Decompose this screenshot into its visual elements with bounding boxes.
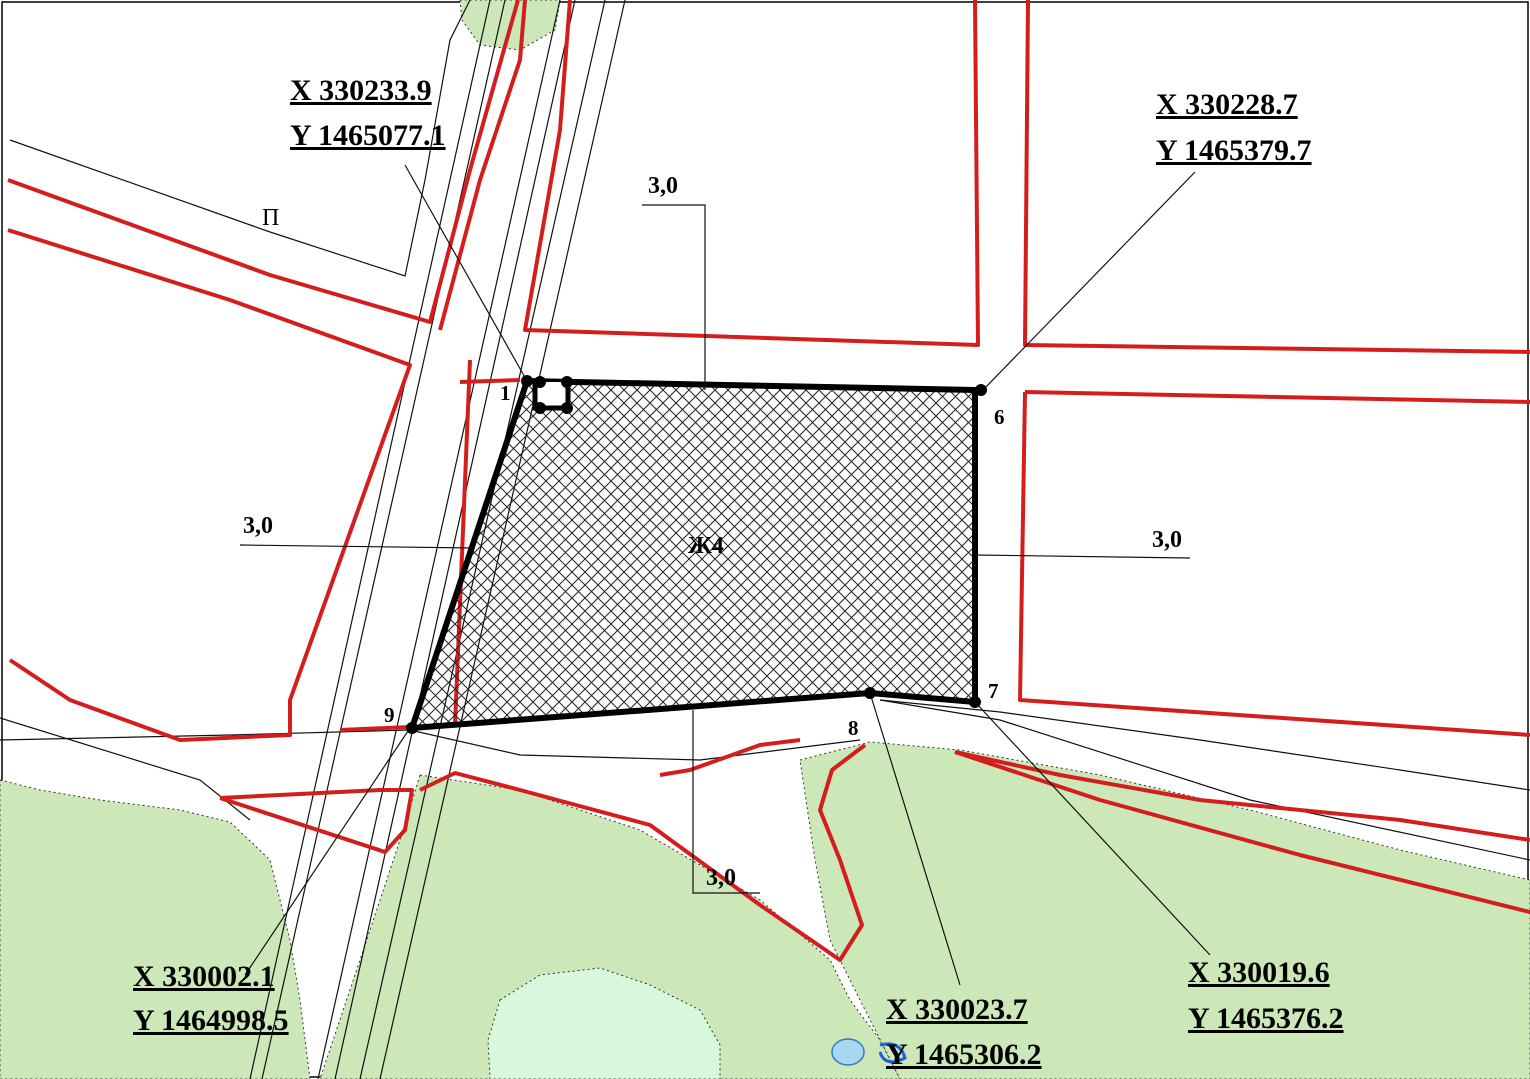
coord-x-6: X 330228.7 [1156, 88, 1298, 121]
point-label-9: 9 [384, 703, 395, 727]
road-label: П [262, 205, 279, 231]
coord-x-8: X 330023.7 [886, 993, 1028, 1026]
zone-parcel [409, 378, 978, 731]
coord-y-7: Y 1465376.2 [1188, 1002, 1344, 1035]
coord-x-7: X 330019.6 [1188, 956, 1330, 989]
zone-label: Ж4 [688, 533, 724, 559]
coordinate-leaders [244, 164, 1211, 986]
coord-y-1: Y 1465077.1 [290, 119, 446, 152]
setback-label-left: 3,0 [243, 513, 273, 539]
pond [487, 967, 721, 1079]
setback-label-bottom: 3,0 [706, 865, 736, 891]
coord-x-9: X 330002.1 [133, 960, 275, 993]
coord-x-1: X 330233.9 [290, 74, 432, 107]
point-label-8: 8 [848, 716, 859, 740]
point-label-6: 6 [994, 405, 1005, 429]
coordinate-label-9: X 330002.1 Y 1464998.5 [133, 960, 289, 1037]
water-spot [831, 1038, 865, 1066]
point-label-7: 7 [988, 679, 999, 703]
setback-label-top: 3,0 [648, 173, 678, 199]
setback-label-right: 3,0 [1152, 527, 1182, 553]
water-spot-2 [878, 1042, 907, 1064]
setback-leaders [239, 204, 1191, 894]
coordinate-label-8: X 330023.7 Y 1465306.2 [886, 993, 1042, 1071]
coord-y-6: Y 1465379.7 [1156, 134, 1312, 167]
coordinate-label-1: X 330233.9 Y 1465077.1 [290, 74, 446, 152]
coordinate-label-6: X 330228.7 Y 1465379.7 [1156, 88, 1312, 167]
red-boundaries [7, 0, 1530, 962]
coord-y-9: Y 1464998.5 [133, 1004, 289, 1037]
point-label-1: 1 [500, 381, 511, 405]
coord-y-8: Y 1465306.2 [886, 1038, 1042, 1071]
zone-notch [532, 382, 571, 411]
vertices [406, 375, 987, 734]
coordinate-label-7: X 330019.6 Y 1465376.2 [1188, 956, 1344, 1035]
